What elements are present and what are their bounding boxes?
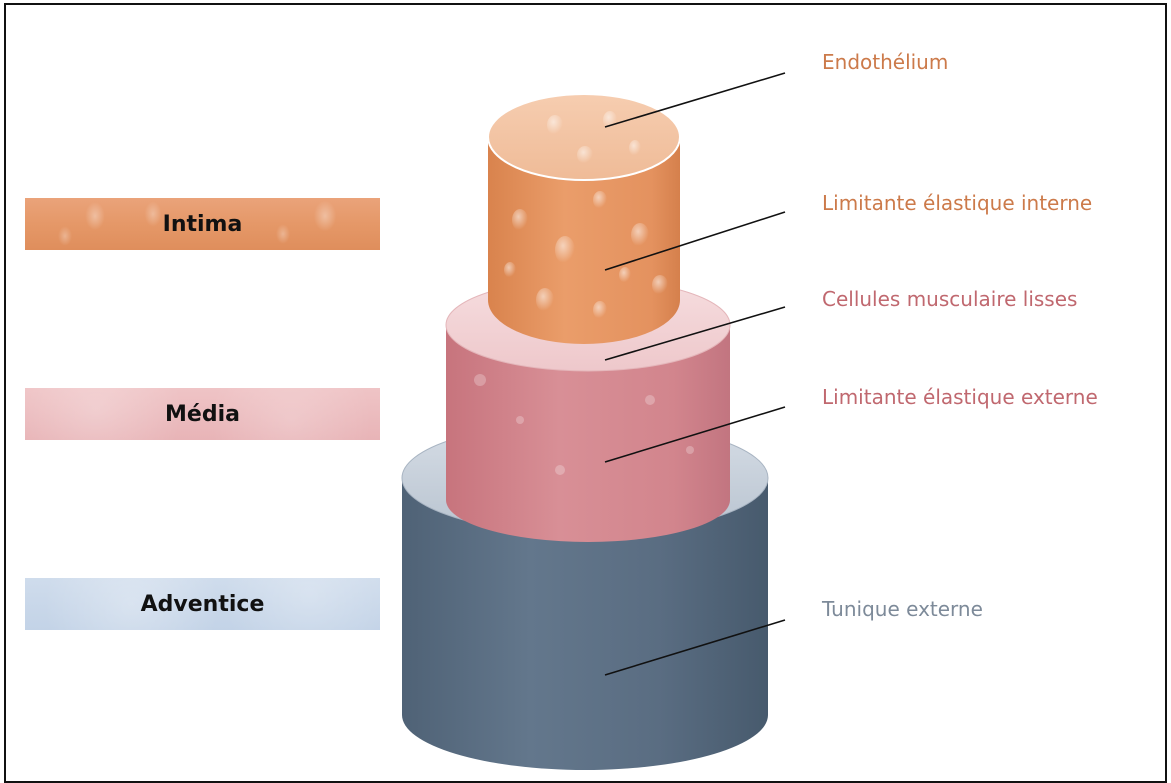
label-limitante-externe: Limitante élastique externe [822, 385, 1098, 409]
label-cellules-musculaires: Cellules musculaire lisses [822, 287, 1077, 311]
legend-intima: Intima [25, 198, 380, 250]
label-limitante-interne: Limitante élastique interne [822, 191, 1092, 215]
label-tunique-externe: Tunique externe [822, 597, 983, 621]
legend-adventice: Adventice [25, 578, 380, 630]
legend-media-label: Média [165, 402, 240, 427]
intima-cylinder [488, 94, 680, 344]
legend-intima-label: Intima [163, 212, 243, 237]
legend-adventice-label: Adventice [141, 592, 265, 617]
label-endothelium: Endothélium [822, 50, 948, 74]
legend-media: Média [25, 388, 380, 440]
